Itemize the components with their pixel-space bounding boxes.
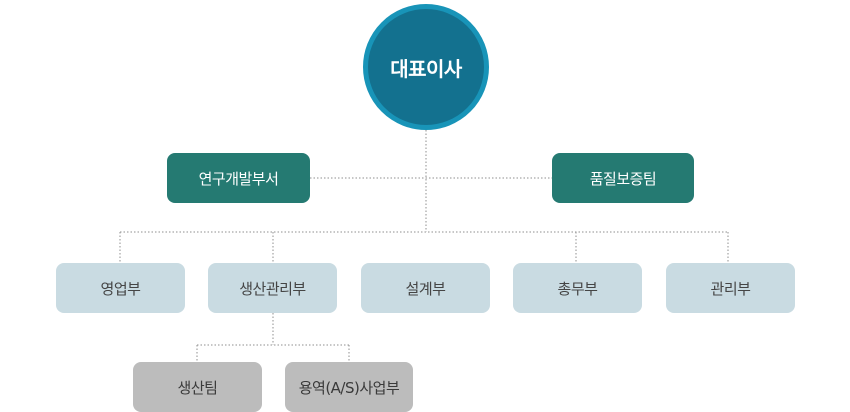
ceo-label: 대표이사 (390, 56, 462, 81)
quality-team-node: 품질보증팀 (552, 153, 694, 203)
sales-dept-node: 영업부 (56, 263, 185, 313)
service-division-node: 용역(A/S)사업부 (285, 362, 413, 412)
general-affairs-dept-label: 총무부 (557, 279, 598, 298)
research-dept-node: 연구개발부서 (167, 153, 310, 203)
ceo-node: 대표이사 (363, 4, 489, 130)
general-affairs-dept-node: 총무부 (513, 263, 642, 313)
production-team-node: 생산팀 (133, 362, 262, 412)
management-dept-label: 관리부 (710, 279, 751, 298)
production-mgmt-dept-label: 생산관리부 (239, 279, 306, 298)
service-division-label: 용역(A/S)사업부 (298, 378, 400, 397)
design-dept-node: 설계부 (361, 263, 490, 313)
management-dept-node: 관리부 (666, 263, 795, 313)
production-mgmt-dept-node: 생산관리부 (208, 263, 337, 313)
sales-dept-label: 영업부 (100, 279, 141, 298)
research-dept-label: 연구개발부서 (198, 169, 279, 188)
design-dept-label: 설계부 (405, 279, 446, 298)
quality-team-label: 품질보증팀 (589, 169, 657, 188)
production-team-label: 생산팀 (177, 378, 218, 397)
